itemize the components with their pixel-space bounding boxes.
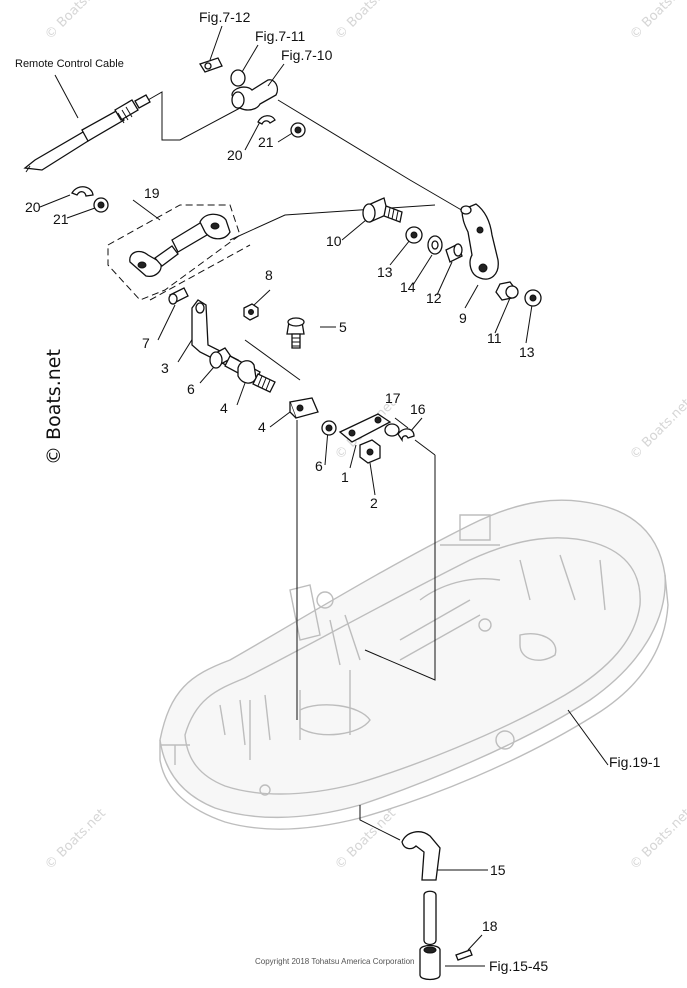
callout-21: 21 <box>258 134 274 150</box>
callout-1: 1 <box>341 469 349 485</box>
watermark: © Boats.net <box>627 396 687 463</box>
callout-20: 20 <box>25 199 41 215</box>
watermark: © Boats.net <box>42 806 109 873</box>
watermark: © Boats.net <box>332 0 399 43</box>
callout-7: 7 <box>142 335 150 351</box>
label-fig-7-11: Fig.7-11 <box>255 28 306 44</box>
fig-leaders <box>209 25 285 87</box>
callout-8: 8 <box>265 267 273 283</box>
part-4-clevis <box>289 397 337 436</box>
callout-15: 15 <box>490 862 506 878</box>
callout-12: 12 <box>426 290 442 306</box>
lower-cover-outline <box>159 499 669 830</box>
callout-4: 4 <box>258 419 266 435</box>
callout-3: 3 <box>161 360 169 376</box>
callout-6: 6 <box>187 381 195 397</box>
copyright-notice: Copyright 2018 Tohatsu America Corporati… <box>255 957 415 966</box>
callout-5: 5 <box>339 319 347 335</box>
callout-16: 16 <box>410 401 426 417</box>
watermark: © Boats.net <box>42 0 109 43</box>
part-callouts: 1 2 3 4 4 5 6 6 7 8 9 10 11 12 13 13 14 … <box>25 134 535 934</box>
callout-20: 20 <box>227 147 243 163</box>
group-19-outline <box>107 204 251 301</box>
label-fig-7-12: Fig.7-12 <box>199 9 251 25</box>
part-19-link <box>129 213 231 277</box>
callout-11: 11 <box>487 330 502 346</box>
callout-18: 18 <box>482 918 498 934</box>
part-15-hose <box>401 831 473 981</box>
label-fig-19-1: Fig.19-1 <box>609 754 661 770</box>
callout-2: 2 <box>370 495 378 511</box>
lever-9-group <box>362 197 542 307</box>
part-5-bolt <box>286 317 305 349</box>
figure-labels: Fig.7-12 Fig.7-11 Fig.7-10 Remote Contro… <box>15 9 661 974</box>
remote-control-cable <box>23 94 151 173</box>
throttle-left-parts <box>168 287 276 393</box>
clips-upper <box>71 115 306 213</box>
callout-10: 10 <box>326 233 342 249</box>
callout-6: 6 <box>315 458 323 474</box>
callout-13: 13 <box>519 344 535 360</box>
watermark: © Boats.net <box>627 806 687 873</box>
leader-lines <box>39 74 609 967</box>
watermark: © Boats.net <box>627 0 687 43</box>
label-fig-15-45: Fig.15-45 <box>489 958 548 974</box>
callout-9: 9 <box>459 310 467 326</box>
callout-14: 14 <box>400 279 416 295</box>
callout-19: 19 <box>144 185 160 201</box>
callout-4: 4 <box>220 400 228 416</box>
callout-13: 13 <box>377 264 393 280</box>
watermark-side: © Boats.net <box>43 349 65 465</box>
fig7-parts <box>199 57 279 111</box>
label-fig-7-10: Fig.7-10 <box>281 47 333 63</box>
label-remote-control-cable: Remote Control Cable <box>15 58 124 70</box>
callout-21: 21 <box>53 211 69 227</box>
parts-1-2-16-17 <box>338 413 415 464</box>
callout-17: 17 <box>385 390 401 406</box>
